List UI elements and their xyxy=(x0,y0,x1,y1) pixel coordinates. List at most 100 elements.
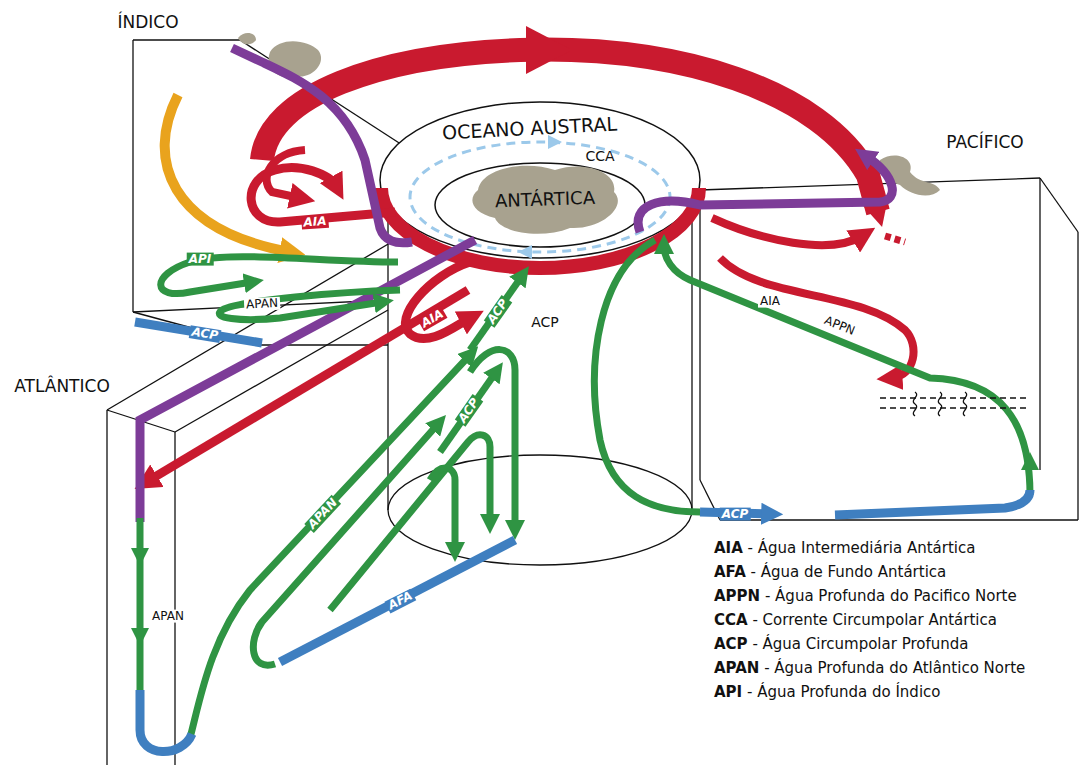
circumpolar-current-dashed xyxy=(518,245,532,259)
circumpolar-current-dashed xyxy=(548,135,562,149)
surface-flow-red xyxy=(267,150,305,198)
deep-flow-green xyxy=(330,435,490,610)
flow-label: AIA xyxy=(758,295,782,308)
basin-heading: PACÍFICO xyxy=(946,133,1023,152)
label-holder: ACP xyxy=(529,314,561,331)
deep-flow-green xyxy=(664,246,1030,495)
basin-outline xyxy=(107,240,395,410)
basin-outline xyxy=(107,40,1078,765)
current-abbrev: CCA xyxy=(583,149,616,164)
flow-label: AIA xyxy=(301,215,329,229)
legend-list: AIA - Água Intermediária AntárticaAFA - … xyxy=(714,536,1025,704)
purple-flow xyxy=(140,240,475,522)
ring-arrowhead xyxy=(526,26,572,74)
flow-label: APAN xyxy=(150,610,186,623)
surface-flow-red xyxy=(148,50,914,481)
land-mass xyxy=(238,33,940,234)
purple-flow xyxy=(232,48,412,243)
legend-meaning: - Água Circumpolar Profunda xyxy=(748,635,969,653)
basin-outline xyxy=(106,410,107,765)
legend-entry: APAN - Água Profunda do Atlântico Norte xyxy=(714,656,1025,680)
legend-meaning: - Água Profunda do Pacifico Norte xyxy=(760,587,1017,605)
bottom-flow-blue xyxy=(280,540,515,662)
legend-entry: ACP - Água Circumpolar Profunda xyxy=(714,632,1025,656)
flow-label: AIA xyxy=(418,307,448,331)
bottom-flow-blue xyxy=(135,322,1030,752)
basin-outline xyxy=(1040,178,1078,232)
flow-label: ACP xyxy=(455,394,483,426)
land-mass xyxy=(238,33,256,44)
bottom-flow-blue xyxy=(140,690,192,752)
basin-outline xyxy=(133,39,240,40)
label-holder: AFA xyxy=(383,586,417,614)
flow-label: ACP xyxy=(484,295,512,327)
basin-outline xyxy=(691,195,692,510)
circumpolar-current-dashed xyxy=(410,142,670,252)
label-holder: API xyxy=(187,250,214,267)
green-chevron xyxy=(131,548,149,566)
green-chevron xyxy=(131,452,1039,646)
continent-region: ANTÁRTICA xyxy=(495,189,596,211)
green-chevron xyxy=(131,628,149,646)
flow-label: APAN xyxy=(304,495,341,533)
label-holder: APAN xyxy=(302,493,342,534)
legend-entry: APPN - Água Profunda do Pacifico Norte xyxy=(714,584,1025,608)
flow-label: ACP xyxy=(720,508,751,521)
basin-heading: ÍNDICO xyxy=(117,13,178,32)
basin-outline xyxy=(174,432,175,765)
legend-meaning: - Água Profunda do Índico xyxy=(742,683,940,701)
legend-entry: AFA - Água de Fundo Antártica xyxy=(714,560,1025,584)
legend-abbrev: API xyxy=(714,683,742,701)
legend-meaning: - Corrente Circumpolar Antártica xyxy=(748,611,997,629)
ocean-ring-region: OCEANO AUSTRAL ANTÁRTICA xyxy=(380,102,700,258)
legend-abbrev: AIA xyxy=(714,539,743,557)
mixing-lines xyxy=(913,392,916,416)
basin-outline xyxy=(699,190,700,480)
basin-outline xyxy=(175,310,388,432)
basin-outline xyxy=(1077,232,1078,520)
legend-abbrev: APAN xyxy=(714,659,759,677)
basin-outline xyxy=(1039,178,1040,470)
legend-abbrev: CCA xyxy=(714,611,748,629)
mixing-lines xyxy=(880,392,1030,416)
circumpolar-current-dashed xyxy=(410,135,670,259)
label-holder: APAN xyxy=(150,607,186,624)
deep-flow-green xyxy=(190,355,470,738)
flow-label: ACP xyxy=(529,315,561,330)
mixing-lines xyxy=(963,392,966,416)
label-holder: ACP xyxy=(189,322,222,343)
deep-flow-green xyxy=(430,468,455,550)
label-holder: AIA xyxy=(301,212,329,231)
legend-meaning: - Água de Fundo Antártica xyxy=(746,563,947,581)
land-mass xyxy=(472,166,618,234)
region-heading: OCEANO AUSTRAL xyxy=(442,114,618,142)
purple-flow xyxy=(638,156,892,232)
flow-label: AFA xyxy=(385,589,417,613)
southern-ocean-ring xyxy=(380,102,700,258)
region-heading: PACÍFICO xyxy=(946,134,1023,151)
basin-heading: ATLÂNTICO xyxy=(14,377,110,396)
flow-label: APAN xyxy=(244,297,280,311)
ring-arrowhead xyxy=(526,26,572,74)
region-heading: ATLÂNTICO xyxy=(14,378,110,395)
label-holder: AIA xyxy=(758,292,782,309)
deep-flow-green xyxy=(470,276,522,350)
legend-entry: CCA - Corrente Circumpolar Antártica xyxy=(714,608,1025,632)
basin-outline xyxy=(132,40,133,312)
legend-meaning: - Água Profunda do Atlântico Norte xyxy=(759,659,1025,677)
region-heading: ÍNDICO xyxy=(117,14,178,31)
deep-flow-green xyxy=(219,290,400,320)
bottom-flow-blue xyxy=(835,490,1030,515)
orange-flow xyxy=(165,95,290,252)
southern-ocean-ring xyxy=(435,163,645,247)
label-holder: APAN xyxy=(244,294,281,313)
region-heading: ANTÁRTICA xyxy=(495,189,596,210)
label-holder: CCA xyxy=(583,148,616,165)
deep-flow-green xyxy=(140,240,1030,738)
basin-outline xyxy=(720,519,1078,520)
legend-entry: API - Água Profunda do Índico xyxy=(714,680,1025,704)
label-holder: ACP xyxy=(720,505,751,522)
flow-label: ACP xyxy=(189,325,221,342)
basin-outline xyxy=(388,455,692,565)
